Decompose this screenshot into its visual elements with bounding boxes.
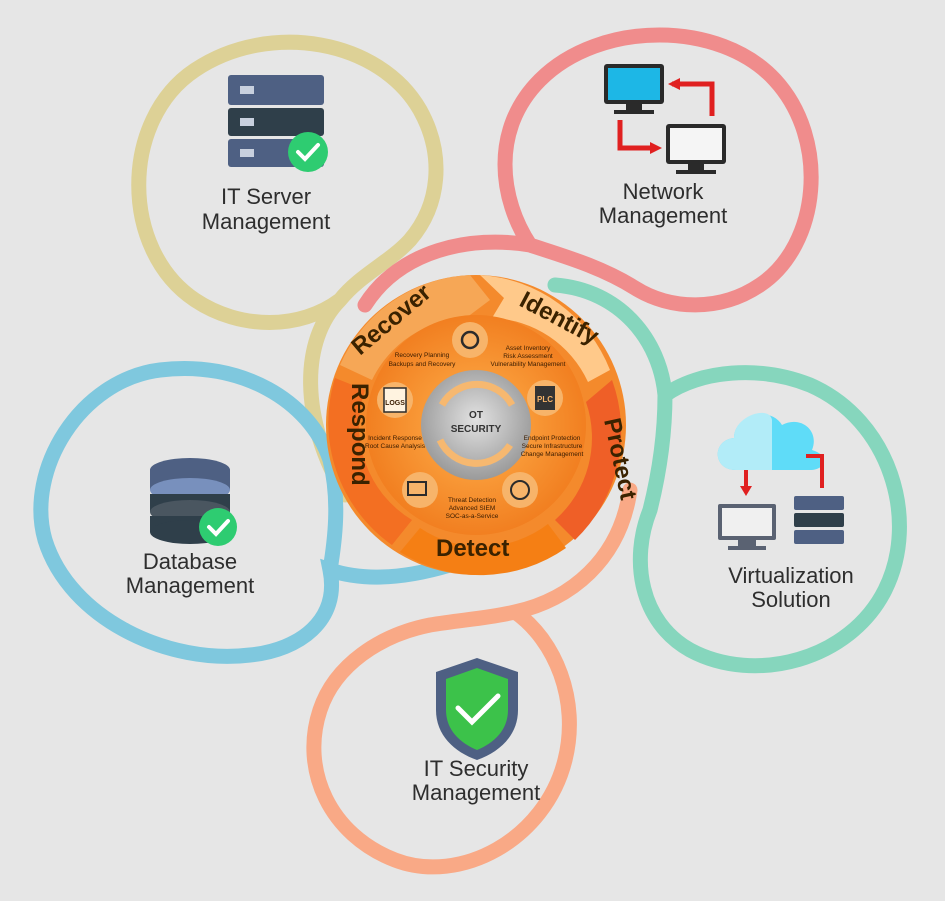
server-label-line1: IT Server: [221, 184, 311, 209]
core-line2: SECURITY: [451, 424, 502, 435]
shield-check-icon: [436, 658, 518, 760]
check-badge-icon: [288, 132, 328, 172]
network-label-line1: Network: [623, 179, 705, 204]
segment-identify: [480, 275, 610, 382]
security-label-line2: Management: [412, 780, 540, 805]
core-line1: OT: [469, 410, 483, 421]
svg-text:Recovery Planning: Recovery Planning: [395, 352, 450, 359]
recover-items: Recovery Planning Backups and Recovery: [389, 352, 457, 368]
core-arrows-icon: [436, 380, 516, 467]
database-label-line1: Database: [143, 549, 237, 574]
bubble-network: [357, 27, 819, 313]
bubble-database: [33, 361, 458, 664]
server-stack-icon: [228, 75, 328, 172]
label-detect: Detect: [436, 535, 509, 562]
protect-items: Endpoint Protection Secure Infrastructur…: [521, 435, 584, 458]
svg-text:Change Management: Change Management: [521, 451, 584, 458]
svg-text:SOC-as-a-Service: SOC-as-a-Service: [446, 513, 499, 520]
identify-items: Asset Inventory Risk Assessment Vulnerab…: [491, 345, 566, 368]
security-label-line1: IT Security: [424, 756, 529, 781]
svg-text:Endpoint Protection: Endpoint Protection: [524, 435, 581, 442]
svg-text:Root Cause Analysis: Root Cause Analysis: [365, 443, 426, 450]
svg-text:Secure Infrastructure: Secure Infrastructure: [522, 443, 583, 450]
svg-text:Vulnerability Management: Vulnerability Management: [491, 361, 566, 368]
svg-text:Threat Detection: Threat Detection: [448, 497, 496, 504]
database-label-line2: Management: [126, 573, 254, 598]
bubble-security: [306, 482, 638, 875]
database-icon: [150, 458, 237, 546]
check-badge-icon: [199, 508, 237, 546]
virtualization-label-line1: Virtualization: [728, 563, 854, 588]
server-label-line2: Management: [202, 209, 330, 234]
respond-items: Incident Response Root Cause Analysis: [365, 435, 426, 450]
svg-text:Advanced SIEM: Advanced SIEM: [449, 505, 496, 512]
segment-detect: [400, 524, 566, 576]
svg-text:LOGS: LOGS: [385, 400, 405, 407]
segment-protect: [555, 380, 622, 540]
cloud-virtualization-icon: [717, 412, 844, 550]
svg-text:Incident Response: Incident Response: [368, 435, 422, 442]
svg-text:PLC: PLC: [537, 395, 553, 404]
detect-items: Threat Detection Advanced SIEM SOC-as-a-…: [446, 497, 499, 520]
csf-wheel: Recover Identify Protect Detect Respond …: [326, 275, 642, 576]
network-monitors-icon: [604, 64, 726, 174]
label-respond: Respond: [346, 383, 373, 486]
globe-icon: [502, 472, 538, 508]
gear-icon: [452, 322, 488, 358]
svg-text:Asset Inventory: Asset Inventory: [506, 345, 552, 352]
segment-recover: [340, 275, 490, 380]
bubble-virtualization: [547, 277, 907, 674]
virtualization-label-line2: Solution: [751, 587, 831, 612]
svg-text:Backups and Recovery: Backups and Recovery: [389, 361, 457, 368]
svg-text:Risk Assessment: Risk Assessment: [503, 353, 553, 360]
network-label-line2: Management: [599, 203, 727, 228]
bubble-server: [131, 34, 444, 503]
segment-respond: [328, 378, 412, 545]
